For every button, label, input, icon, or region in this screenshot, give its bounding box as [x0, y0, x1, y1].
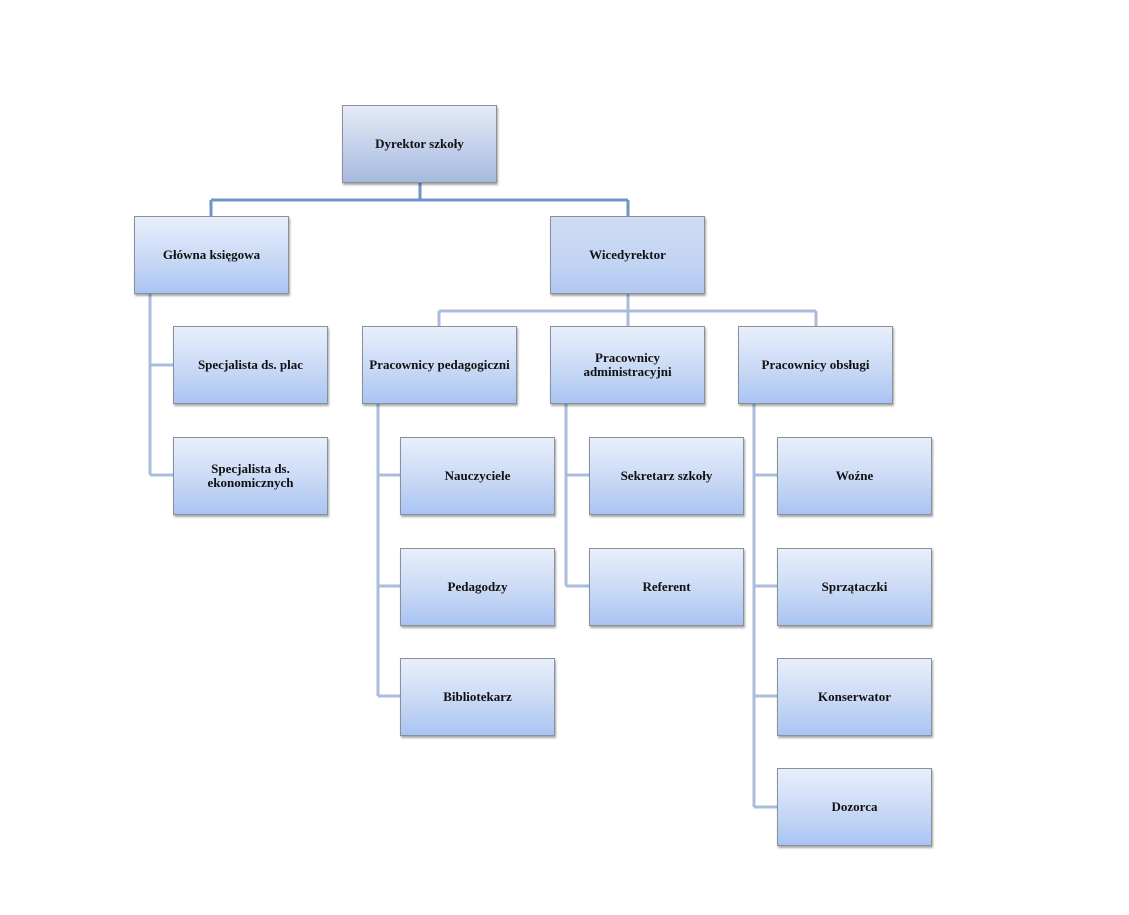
node-payroll-specialist: Specjalista ds. plac: [173, 326, 328, 404]
node-economic-specialist: Specjalista ds. ekonomicznych: [173, 437, 328, 515]
primary-connectors: [209, 183, 818, 326]
node-service-staff: Pracownicy obsługi: [738, 326, 893, 404]
node-administrative-staff: Pracownicy administracyjni: [550, 326, 705, 404]
node-school-secretary: Sekretarz szkoły: [589, 437, 744, 515]
node-clerk: Referent: [589, 548, 744, 626]
node-label: Główna księgowa: [162, 247, 261, 262]
node-librarian: Bibliotekarz: [400, 658, 555, 736]
node-maintenance: Konserwator: [777, 658, 932, 736]
node-label: Pracownicy pedagogiczni: [369, 357, 510, 372]
node-label: Wicedyrektor: [589, 247, 666, 262]
node-teachers: Nauczyciele: [400, 437, 555, 515]
node-label: Sekretarz szkoły: [620, 468, 713, 483]
node-label: Pedagodzy: [447, 579, 508, 594]
node-label: Dozorca: [831, 799, 878, 814]
node-chief-accountant: Główna księgowa: [134, 216, 289, 294]
node-janitors: Woźne: [777, 437, 932, 515]
node-pedagogues: Pedagodzy: [400, 548, 555, 626]
node-vice-director: Wicedyrektor: [550, 216, 705, 294]
node-label: Specjalista ds. plac: [197, 357, 304, 372]
node-label: Pracownicy obsługi: [761, 357, 870, 372]
node-label: Bibliotekarz: [443, 689, 512, 704]
secondary-connectors: [148, 294, 777, 809]
node-caretaker: Dozorca: [777, 768, 932, 846]
node-label: Konserwator: [818, 689, 891, 704]
node-cleaners: Sprzątaczki: [777, 548, 932, 626]
node-label: Referent: [642, 579, 691, 594]
node-label: Pracownicy administracyjni: [583, 350, 672, 379]
node-label: Woźne: [835, 468, 874, 483]
node-label: Dyrektor szkoły: [375, 136, 464, 151]
node-label: Sprzątaczki: [821, 579, 888, 594]
node-director: Dyrektor szkoły: [342, 105, 497, 183]
node-pedagogical-staff: Pracownicy pedagogiczni: [362, 326, 517, 404]
node-label: Nauczyciele: [444, 468, 511, 483]
node-label: Specjalista ds. ekonomicznych: [207, 461, 294, 490]
